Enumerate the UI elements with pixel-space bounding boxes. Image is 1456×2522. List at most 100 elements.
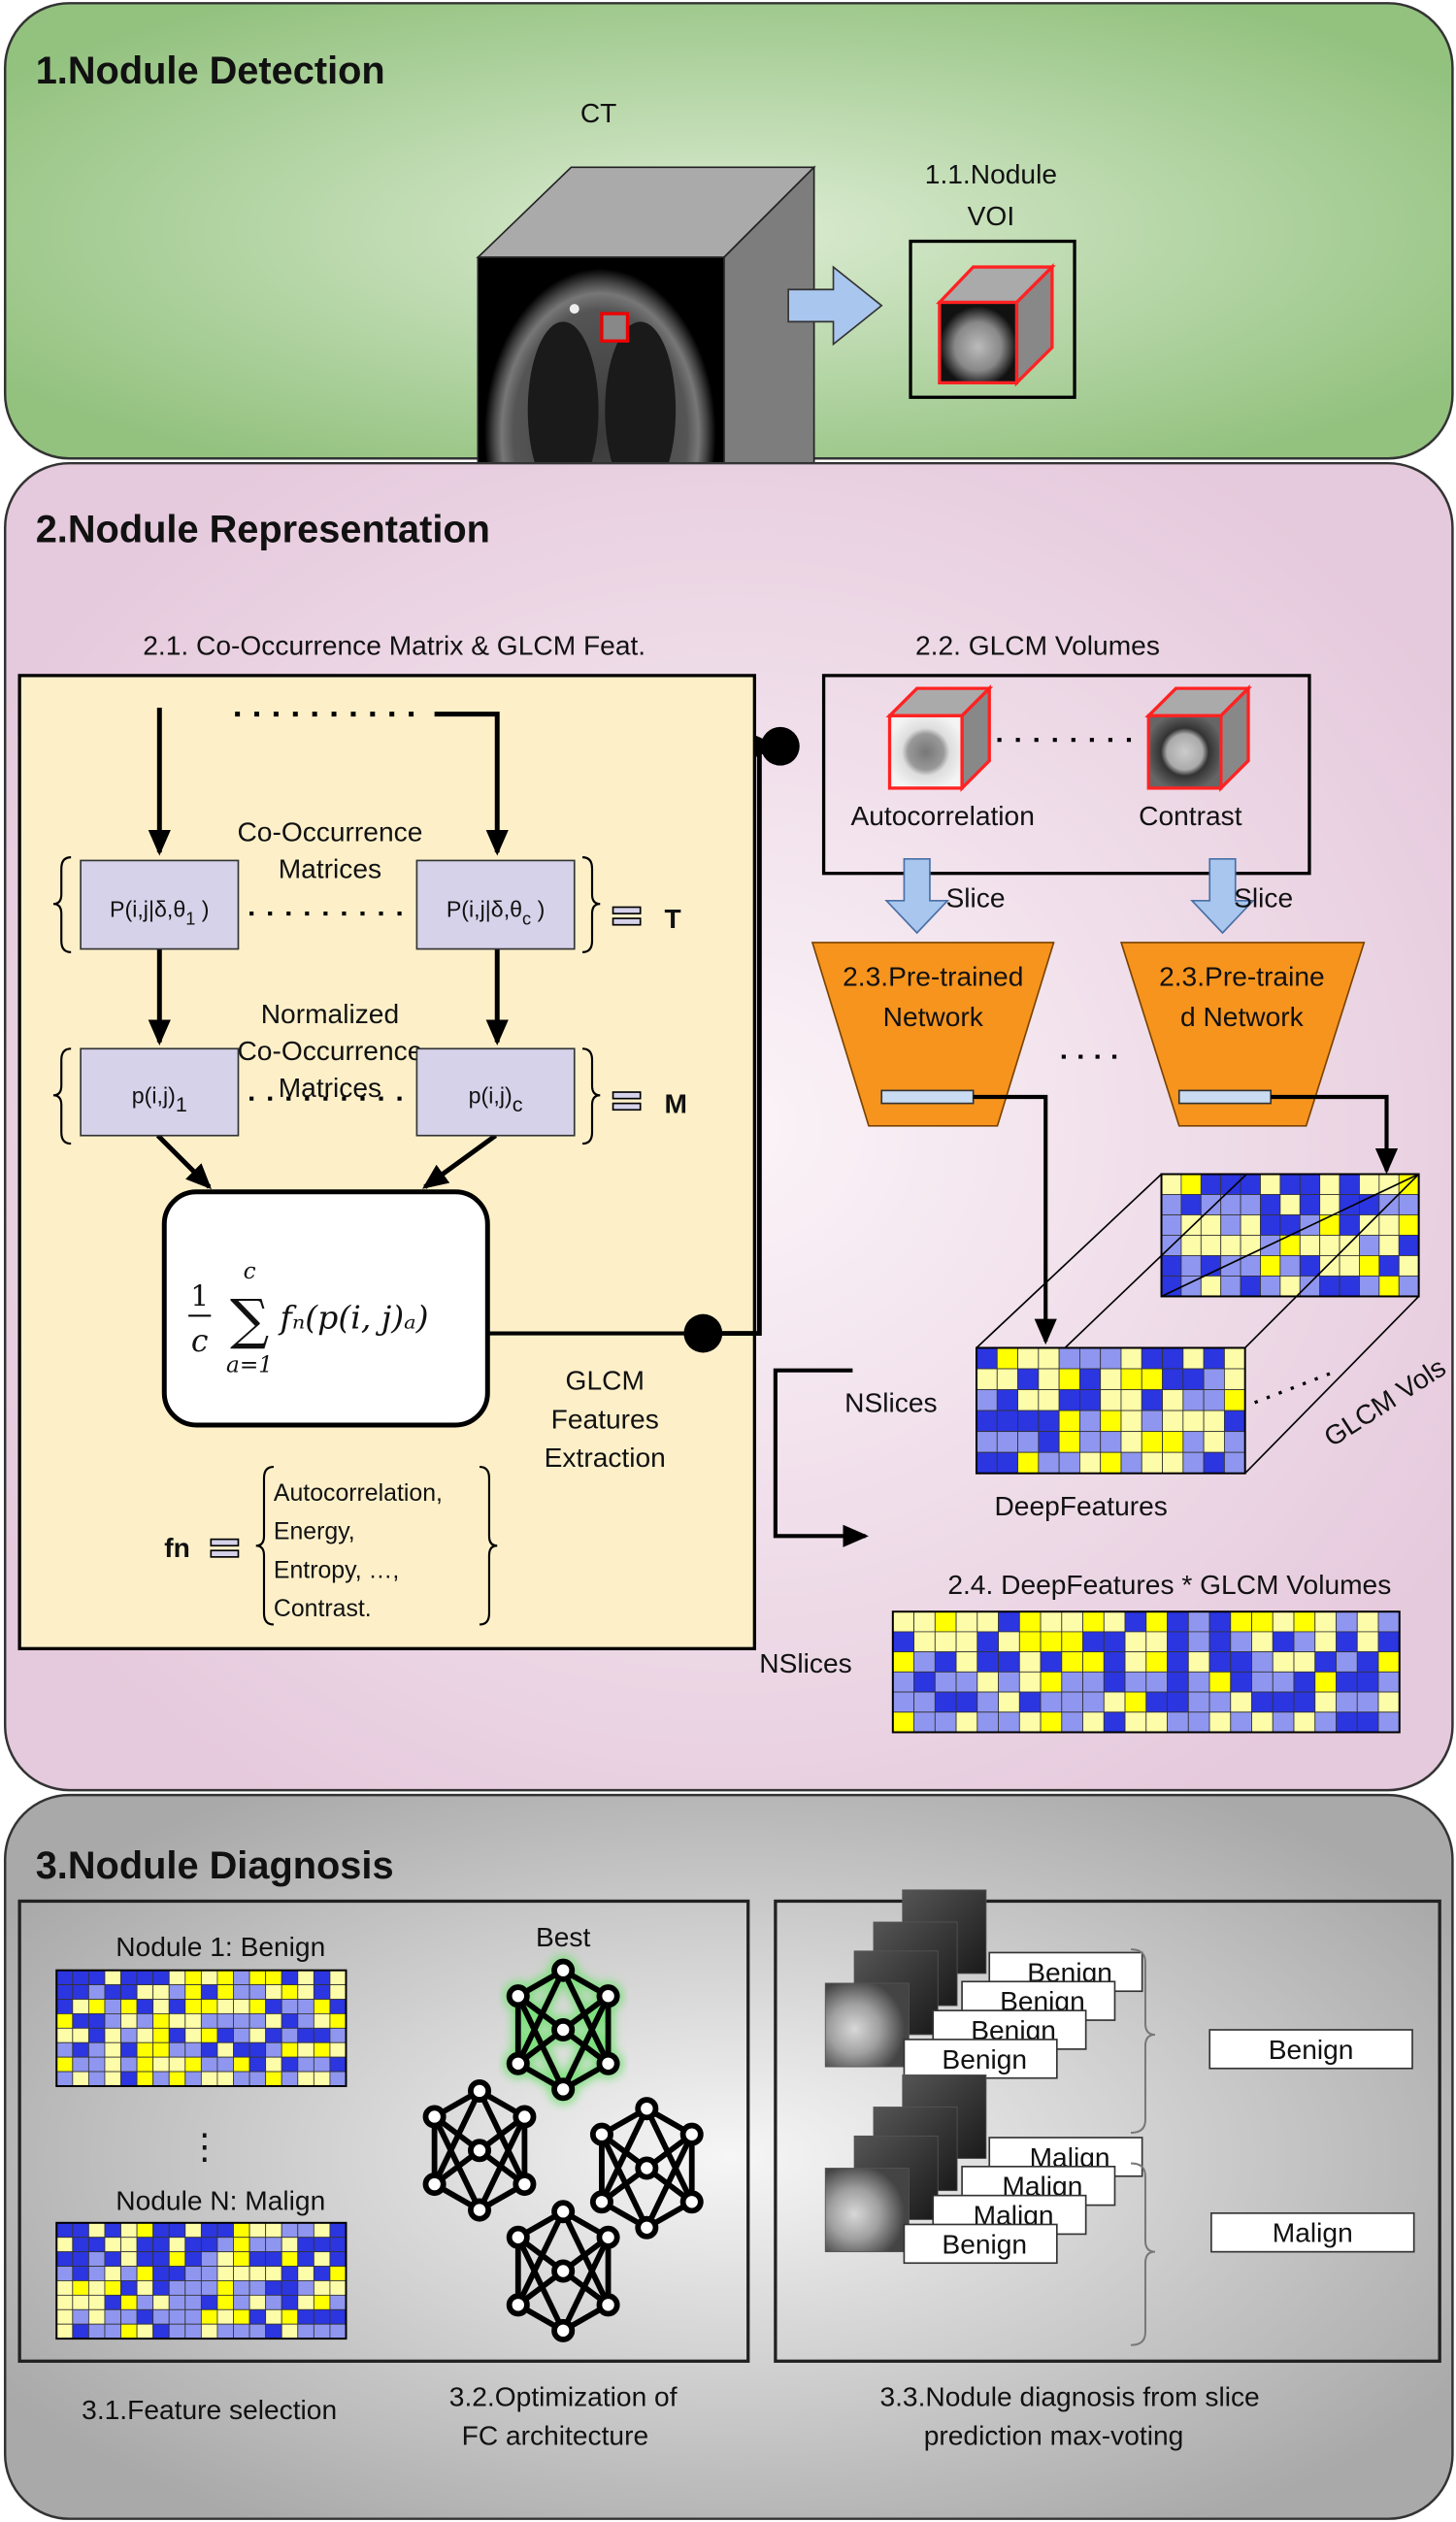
grid-cell bbox=[1078, 1451, 1102, 1475]
grid-cell bbox=[216, 2294, 234, 2310]
grid-cell bbox=[1223, 1389, 1246, 1411]
grid-cell bbox=[1182, 1431, 1205, 1453]
grid-cell bbox=[1251, 1631, 1274, 1653]
formula-box bbox=[161, 1189, 490, 1428]
best-label: Best bbox=[536, 1922, 591, 1952]
connector bbox=[1271, 1094, 1399, 1175]
grid-cell bbox=[184, 2323, 202, 2339]
grid-cell bbox=[184, 1970, 202, 1986]
grid-cell bbox=[1240, 1194, 1261, 1215]
grid-cell bbox=[1299, 1255, 1321, 1277]
grid-cell bbox=[200, 2323, 218, 2339]
section-nodule-diagnosis: 3.Nodule Diagnosis Nodule 1: Benign ⋮ No… bbox=[3, 1793, 1454, 2520]
grid-cell bbox=[87, 2294, 106, 2310]
grid-cell bbox=[87, 2071, 106, 2087]
grid-cell bbox=[297, 2071, 314, 2087]
grid-cell bbox=[1078, 1410, 1102, 1433]
grid-cell bbox=[200, 2308, 218, 2325]
grid-cell bbox=[104, 2013, 121, 2029]
grid-cell bbox=[1377, 1631, 1401, 1653]
grid-cell bbox=[200, 2266, 218, 2281]
grid-cell bbox=[265, 1970, 282, 1986]
cooc-matrix-last bbox=[415, 859, 576, 950]
grid-cell bbox=[1230, 1651, 1252, 1673]
grid-cell bbox=[1293, 1610, 1316, 1633]
grid-cell bbox=[1018, 1610, 1042, 1633]
grid-cell bbox=[265, 2056, 282, 2073]
connector bbox=[487, 726, 800, 1353]
grid-cell bbox=[1078, 1368, 1102, 1390]
grid-cell bbox=[892, 1711, 914, 1733]
grid-cell bbox=[1120, 1431, 1142, 1453]
grid-cell bbox=[297, 2056, 314, 2073]
nodule-last-grid bbox=[55, 2221, 347, 2340]
grid-cell bbox=[329, 2266, 347, 2281]
grid-cell bbox=[136, 2056, 154, 2073]
grid-cell bbox=[1200, 1214, 1222, 1236]
grid-cell bbox=[1040, 1671, 1063, 1693]
vertical-ellipsis-icon: ⋮ bbox=[186, 2127, 221, 2167]
grid-cell bbox=[136, 2027, 154, 2043]
grid-cell bbox=[1124, 1610, 1147, 1633]
grid-cell bbox=[1293, 1631, 1316, 1653]
grid-cell bbox=[1339, 1194, 1360, 1215]
grid-cell bbox=[265, 2071, 282, 2087]
grid-cell bbox=[1187, 1651, 1210, 1673]
grid-cell bbox=[313, 2013, 331, 2029]
grid-cell bbox=[313, 2266, 331, 2281]
grid-cell bbox=[1200, 1174, 1222, 1195]
equiv-icon bbox=[612, 1091, 642, 1112]
grid-cell bbox=[1356, 1711, 1379, 1733]
grid-cell bbox=[184, 2027, 202, 2043]
svg-text:fₙ(p(i, j)ₐ): fₙ(p(i, j)ₐ) bbox=[278, 1299, 429, 1337]
grid-cell bbox=[184, 2266, 202, 2281]
grid-cell bbox=[281, 2266, 299, 2281]
grid-cell bbox=[1017, 1389, 1040, 1411]
grid-cell bbox=[329, 2323, 347, 2339]
grid-cell bbox=[55, 1970, 74, 1986]
grid-cell bbox=[1058, 1347, 1080, 1370]
grid-cell bbox=[1100, 1347, 1122, 1370]
voi-label-line2: VOI bbox=[968, 201, 1015, 231]
grid-cell bbox=[1260, 1255, 1281, 1277]
fn-label: fn bbox=[164, 1533, 190, 1563]
grid-cell bbox=[168, 2280, 186, 2296]
grid-cell bbox=[1336, 1631, 1358, 1653]
grid-cell bbox=[313, 2251, 331, 2267]
grid-cell bbox=[120, 2323, 138, 2339]
grid-cell bbox=[1061, 1610, 1083, 1633]
grid-cell bbox=[297, 2041, 314, 2058]
grid-cell bbox=[248, 2222, 267, 2239]
grid-cell bbox=[1145, 1651, 1168, 1673]
network-icon bbox=[589, 2097, 704, 2240]
grid-cell bbox=[168, 2013, 186, 2029]
grid-cell bbox=[955, 1610, 978, 1633]
svg-text:∑: ∑ bbox=[230, 1289, 269, 1352]
grid-cell bbox=[329, 2027, 347, 2043]
caption-feature-selection: 3.1.Feature selection bbox=[82, 2395, 337, 2425]
grid-cell bbox=[313, 1984, 331, 2000]
flow-arrows bbox=[148, 708, 509, 1190]
grid-cell bbox=[87, 2280, 106, 2296]
grid-cell bbox=[152, 1970, 170, 1986]
grid-cell bbox=[1319, 1255, 1340, 1277]
slice-label: Slice bbox=[1234, 882, 1293, 913]
grid-cell bbox=[976, 1631, 999, 1653]
nodule-last-label: Nodule N: Malign bbox=[116, 2186, 325, 2216]
grid-cell bbox=[1103, 1631, 1126, 1653]
grid-cell bbox=[1314, 1691, 1337, 1713]
grid-cell bbox=[313, 2056, 331, 2073]
grid-cell bbox=[136, 2294, 154, 2310]
grid-cell bbox=[1319, 1194, 1340, 1215]
grid-cell bbox=[329, 2071, 347, 2087]
grid-cell bbox=[55, 2308, 74, 2325]
grid-cell bbox=[136, 2308, 154, 2325]
grid-cell bbox=[1208, 1711, 1232, 1733]
grid-cell bbox=[168, 2308, 186, 2325]
grid-border bbox=[975, 1346, 1246, 1475]
grid-cell bbox=[216, 2222, 234, 2239]
grid-cell bbox=[1230, 1671, 1252, 1693]
svg-text:c: c bbox=[244, 1258, 256, 1284]
grid-cell bbox=[216, 2027, 234, 2043]
